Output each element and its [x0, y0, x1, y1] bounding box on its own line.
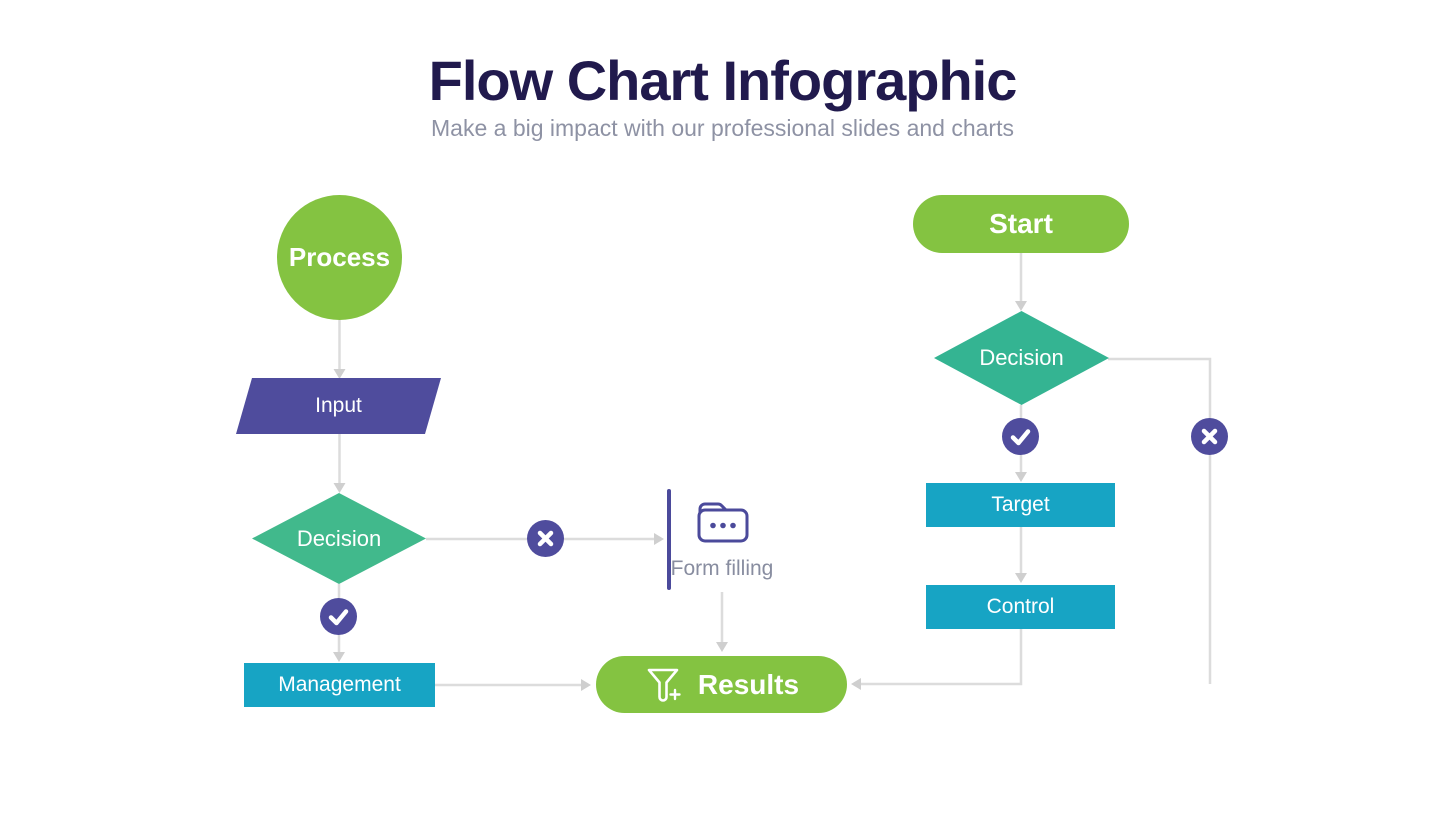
check-icon — [1010, 429, 1031, 446]
node-results: Results — [596, 656, 847, 713]
x-icon — [1201, 428, 1218, 445]
page-title: Flow Chart Infographic — [428, 49, 1018, 112]
node-form-filling-label: Form filling — [670, 557, 774, 580]
arrowhead-x-badge-to-form — [654, 533, 664, 545]
folder-dots-icon — [696, 499, 750, 550]
form-filling-accent-bar — [667, 489, 671, 590]
check-badge-left — [320, 598, 357, 635]
node-management-label: Management — [278, 673, 401, 696]
arrowhead-target-to-control — [1015, 573, 1027, 583]
node-start-label: Start — [989, 208, 1053, 239]
node-decision-left-label: Decision — [296, 525, 382, 551]
node-decision-right-label: Decision — [979, 345, 1064, 370]
arrowhead-decision-to-target — [1015, 472, 1027, 482]
node-form-filling: Form filling — [667, 489, 807, 599]
arrowhead-process-to-input — [333, 369, 346, 379]
arrowhead-control-to-results — [851, 678, 861, 690]
arrowhead-form-to-results — [716, 642, 728, 652]
x-badge-right — [1191, 418, 1228, 455]
arrowhead-input-to-decision — [333, 483, 346, 493]
node-process-label: Process — [288, 242, 391, 272]
arrowhead-management-to-results — [581, 679, 591, 691]
x-badge-left — [527, 520, 564, 557]
check-badge-right — [1002, 418, 1039, 455]
node-target: Target — [926, 483, 1115, 527]
node-target-label: Target — [991, 493, 1050, 516]
node-process: Process — [277, 195, 402, 320]
x-icon — [537, 530, 554, 547]
connector-decision-right-reject-loop — [1108, 357, 1212, 684]
node-management: Management — [244, 663, 435, 707]
node-control-label: Control — [986, 595, 1055, 618]
node-input: Input — [236, 378, 441, 434]
node-control: Control — [926, 585, 1115, 629]
arrowhead-start-to-decision — [1015, 301, 1027, 311]
node-start: Start — [913, 195, 1129, 253]
node-results-label: Results — [697, 668, 800, 700]
node-input-label: Input — [315, 394, 362, 417]
arrowhead-decision-to-management — [333, 652, 345, 662]
check-icon — [328, 609, 349, 626]
funnel-plus-icon — [644, 664, 684, 706]
page-subtitle: Make a big impact with our professional … — [431, 115, 1014, 141]
connector-control-to-results — [861, 629, 1023, 686]
